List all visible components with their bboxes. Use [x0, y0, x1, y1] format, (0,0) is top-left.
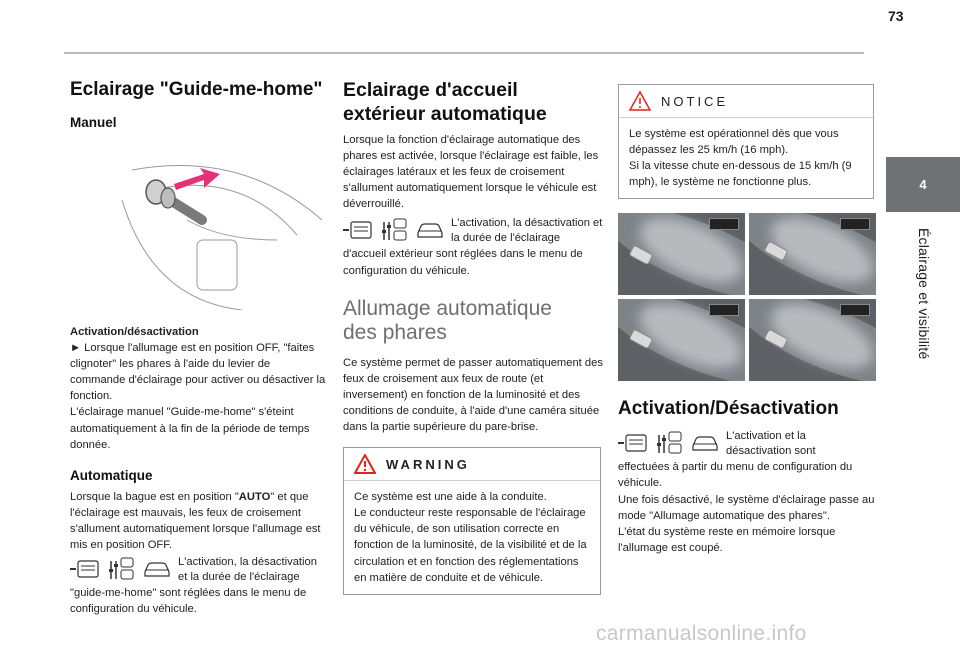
welcome-lighting-title: Eclairage d'accueil extérieur automatiqu…	[343, 79, 547, 125]
config-icons	[618, 429, 720, 455]
beam-photo	[618, 299, 745, 382]
activation-title: Activation/Désactivation	[618, 398, 839, 420]
screen-menu-icon	[618, 434, 647, 452]
auto-headlamps-text: Ce système permet de passer automatiquem…	[343, 356, 603, 434]
car-outline-icon	[692, 436, 718, 451]
notice-title: NOTICE	[661, 93, 729, 109]
column-activation: NOTICE Le système est opérationnel dès q…	[618, 84, 876, 556]
config-icons-text: L'activation et la désactivation sont	[726, 430, 816, 458]
chapter-label: Éclairage et visibilité	[872, 228, 960, 528]
config-icons-row: L'activation, la désactivation et la dur…	[70, 555, 328, 585]
car-outline-icon	[417, 223, 443, 239]
beam-photo	[749, 213, 876, 296]
config-icons-text-cont: "guide-me-home" sont réglées dans le men…	[70, 587, 307, 616]
push-arrow-icon	[174, 168, 220, 190]
headlight-beam-photos	[618, 213, 876, 382]
notice-box: NOTICE Le système est opérationnel dès q…	[618, 84, 874, 200]
config-icons	[343, 216, 445, 242]
chapter-tab: 4	[886, 157, 960, 212]
automatic-heading: Automatique	[70, 467, 153, 483]
warning-header: WARNING	[344, 448, 600, 482]
automatic-text: Lorsque la bague est en position "AUTO" …	[70, 490, 321, 552]
manual-heading: Manuel	[70, 115, 117, 130]
notice-text: Le système est opérationnel dès que vous…	[629, 128, 852, 189]
settings-sliders-icon	[109, 557, 134, 580]
car-outline-icon	[144, 562, 170, 577]
welcome-lighting-intro: Lorsque la fonction d'éclairage automati…	[343, 134, 599, 211]
warning-triangle-icon	[354, 454, 376, 475]
warning-text: Ce système est une aide à la conduite. L…	[354, 491, 587, 584]
activation-text: ► Lorsque l'allumage est en position OFF…	[70, 342, 326, 451]
watermark: carmanualsonline.info	[596, 622, 807, 645]
auto-headlamps-title: Allumage automatique des phares	[343, 296, 552, 344]
beam-photo	[749, 299, 876, 382]
config-icons-row: L'activation et la désactivation sont	[618, 429, 876, 459]
warning-box: WARNING Ce système est une aide à la con…	[343, 447, 601, 595]
config-icons-row: L'activation, la désactivation et la dur…	[343, 216, 605, 246]
column-guide-me-home: Eclairage "Guide-me-home" Manuel Activat…	[70, 78, 328, 617]
settings-sliders-icon	[657, 431, 682, 454]
notice-header: NOTICE	[619, 85, 873, 118]
beam-photo	[618, 213, 745, 296]
screen-menu-icon	[343, 221, 372, 240]
top-rule	[64, 52, 864, 54]
chapter-title: Éclairage et visibilité	[916, 228, 932, 360]
lever-drawing	[121, 165, 323, 311]
config-icons-text: L'activation, la désactivation et la dur…	[451, 217, 603, 245]
guide-me-home-title: Eclairage "Guide-me-home"	[70, 79, 323, 100]
headlight-lever-illustration	[92, 160, 328, 311]
warning-title: WARNING	[386, 456, 470, 472]
config-icons	[70, 555, 172, 581]
config-icons-text-cont: effectuées à partir du menu de configura…	[618, 461, 875, 554]
screen-menu-icon	[70, 560, 99, 578]
config-icons-text-cont: d'accueil extérieur sont réglées dans le…	[343, 248, 583, 277]
settings-sliders-icon	[382, 218, 407, 241]
warning-triangle-icon	[629, 91, 651, 111]
column-welcome-lighting: Eclairage d'accueil extérieur automatiqu…	[343, 78, 605, 595]
activation-label: Activation/désactivation	[70, 326, 199, 338]
config-icons-text: L'activation, la désactivation et la dur…	[178, 556, 317, 584]
page-number: 73	[888, 8, 904, 24]
